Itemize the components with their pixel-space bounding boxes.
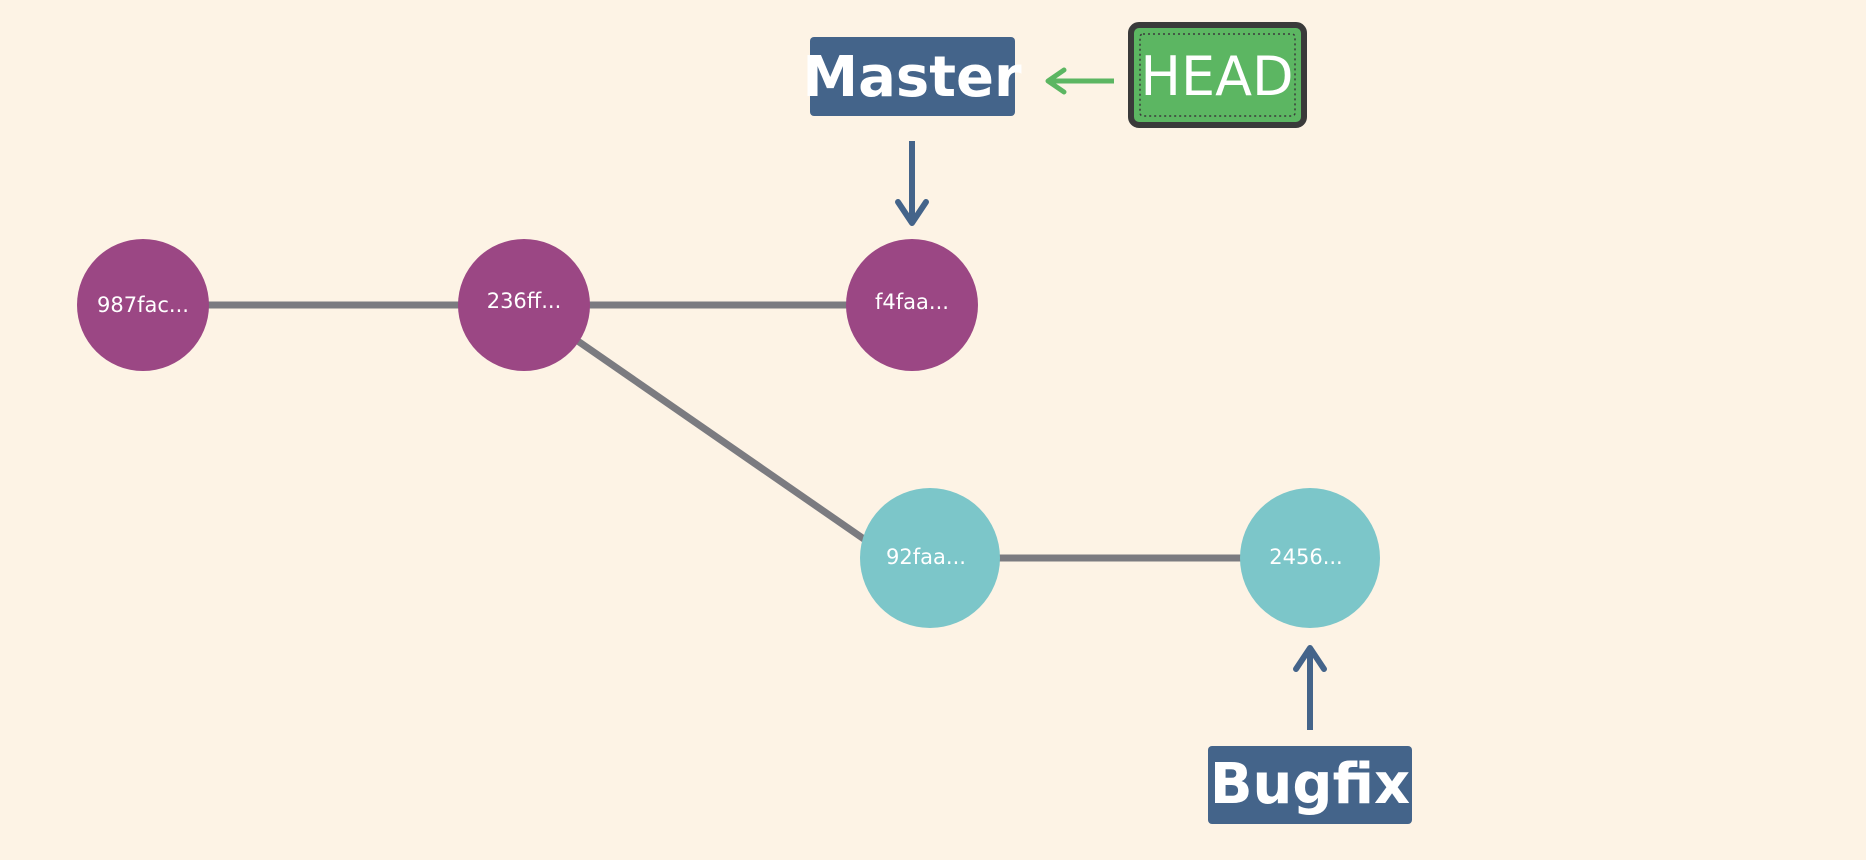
head-name: HEAD bbox=[1140, 45, 1293, 108]
commit-node bbox=[860, 488, 1000, 628]
commit-hash-label: f4faa... bbox=[875, 290, 949, 314]
master-pointer-arrow-icon bbox=[895, 141, 929, 226]
bugfix-pointer-arrow-icon bbox=[1293, 645, 1327, 730]
commit-f4faa[interactable]: f4faa... bbox=[846, 239, 978, 371]
commit-987fac[interactable]: 987fac... bbox=[77, 239, 209, 371]
commit-hash-label: 987fac... bbox=[97, 293, 189, 317]
commit-2456[interactable]: 2456... bbox=[1240, 488, 1380, 628]
branch-name: Bugfix bbox=[1210, 752, 1410, 817]
edge-236ff-92faa bbox=[570, 334, 876, 549]
branch-label-box bbox=[1208, 746, 1412, 824]
head-pointer[interactable]: HEAD bbox=[1128, 22, 1307, 128]
branch-bugfix[interactable]: Bugfix bbox=[1208, 746, 1412, 824]
head-pointer-arrow-icon bbox=[1045, 67, 1114, 95]
commit-236ff[interactable]: 236ff... bbox=[458, 239, 590, 371]
commit-node bbox=[458, 239, 590, 371]
commit-hash-label: 92faa... bbox=[886, 545, 966, 569]
commit-hash-label: 236ff... bbox=[487, 289, 562, 313]
commit-node bbox=[1240, 488, 1380, 628]
head-inner-dotted-border bbox=[1139, 33, 1296, 117]
commit-hash-label: 2456... bbox=[1269, 545, 1342, 569]
branch-label-box bbox=[810, 37, 1015, 116]
commit-92faa[interactable]: 92faa... bbox=[860, 488, 1000, 628]
commit-edges bbox=[143, 301, 1310, 562]
branch-name: Master bbox=[802, 45, 1022, 110]
branch-master[interactable]: Master bbox=[802, 37, 1022, 116]
commit-node bbox=[77, 239, 209, 371]
commit-node bbox=[846, 239, 978, 371]
head-label-box bbox=[1128, 22, 1307, 128]
